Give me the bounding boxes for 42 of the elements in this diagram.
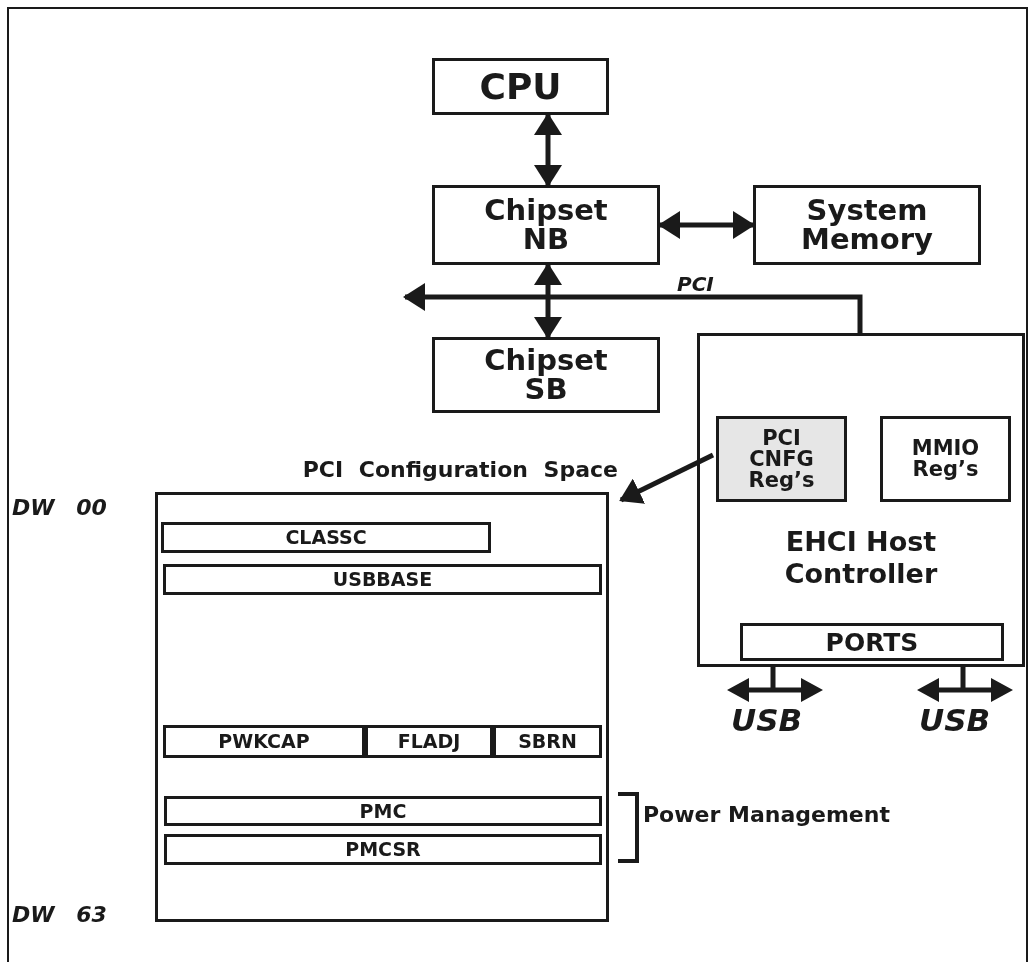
register-field	[164, 834, 602, 865]
process-box	[753, 185, 981, 265]
bus-arrow	[403, 283, 863, 333]
register-field	[493, 725, 602, 758]
row-index: DW 63	[12, 902, 107, 927]
register-field	[164, 796, 602, 826]
box-label: PWKCAP	[218, 732, 310, 751]
arrow	[534, 263, 562, 339]
box-label: CPU	[479, 68, 562, 105]
ports-box	[740, 623, 1004, 661]
box-label: CLASSC	[285, 528, 367, 547]
controller-box	[697, 333, 1025, 667]
box-label: PMC	[359, 801, 407, 821]
box-label: System Memory	[800, 196, 934, 254]
box-label: PCI CNFG Reg’s	[747, 427, 816, 491]
bracket-label: Power Management	[643, 803, 891, 828]
register-field	[161, 522, 491, 553]
port-label: USB	[919, 702, 991, 738]
edge-label: PCI	[677, 272, 714, 296]
arrow	[619, 452, 715, 504]
register-field	[163, 725, 365, 758]
box-label: SBRN	[518, 732, 577, 751]
port-label: USB	[731, 702, 803, 738]
section-heading: PCI Configuration Space	[302, 459, 618, 481]
arrow	[658, 211, 755, 239]
box-label: FLADJ	[397, 732, 461, 751]
process-box	[432, 58, 609, 115]
register-box	[880, 416, 1011, 502]
register-box	[716, 416, 847, 502]
box-label: Chipset SB	[483, 346, 609, 404]
box-label: USBBASE	[332, 570, 433, 589]
box-label: Chipset NB	[483, 196, 609, 254]
arrow	[534, 113, 562, 187]
row-index: DW 00	[12, 495, 107, 520]
process-box	[432, 337, 660, 413]
register-field	[163, 564, 602, 595]
box-label: PMCSR	[345, 840, 421, 859]
process-box	[432, 185, 660, 265]
box-label: MMIO Reg’s	[910, 438, 981, 480]
register-field	[365, 725, 493, 758]
box-label: PORTS	[825, 629, 919, 655]
box-label: EHCI Host Controller	[783, 526, 939, 591]
